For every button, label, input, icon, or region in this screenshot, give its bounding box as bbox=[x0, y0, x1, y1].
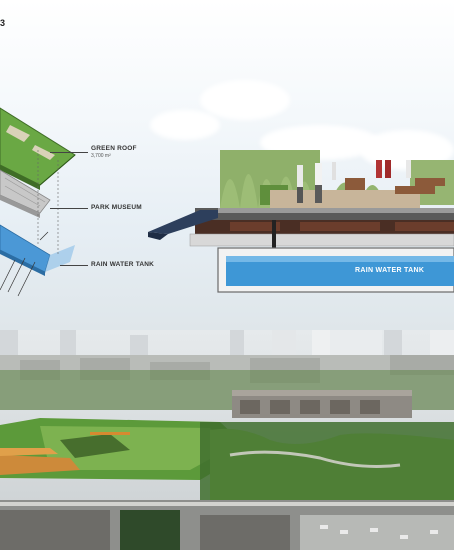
green-roof-area: 3,700 m² bbox=[91, 153, 111, 159]
aerial-park-photo bbox=[0, 330, 454, 550]
section-tank-label: RAIN WATER TANK bbox=[355, 267, 425, 274]
green-roof-label: GREEN ROOF bbox=[91, 145, 137, 152]
rain-water-tank-label: RAIN WATER TANK bbox=[91, 261, 155, 268]
green-roof-layer bbox=[0, 107, 76, 190]
roof-deck bbox=[270, 190, 420, 208]
rain-water-tank-leader bbox=[60, 265, 88, 266]
rain-arrows bbox=[0, 231, 49, 297]
park-museum-leader bbox=[50, 208, 88, 209]
cloud bbox=[200, 80, 290, 120]
people bbox=[297, 160, 411, 203]
park-museum-label: PARK MUSEUM bbox=[91, 204, 142, 211]
cloud bbox=[150, 110, 220, 140]
exploded-layer-diagram bbox=[0, 107, 76, 297]
green-roof-leader bbox=[50, 152, 88, 153]
building-section-render bbox=[148, 150, 454, 293]
park-museum-layer bbox=[0, 169, 51, 218]
page-marker: 3 bbox=[0, 18, 6, 28]
